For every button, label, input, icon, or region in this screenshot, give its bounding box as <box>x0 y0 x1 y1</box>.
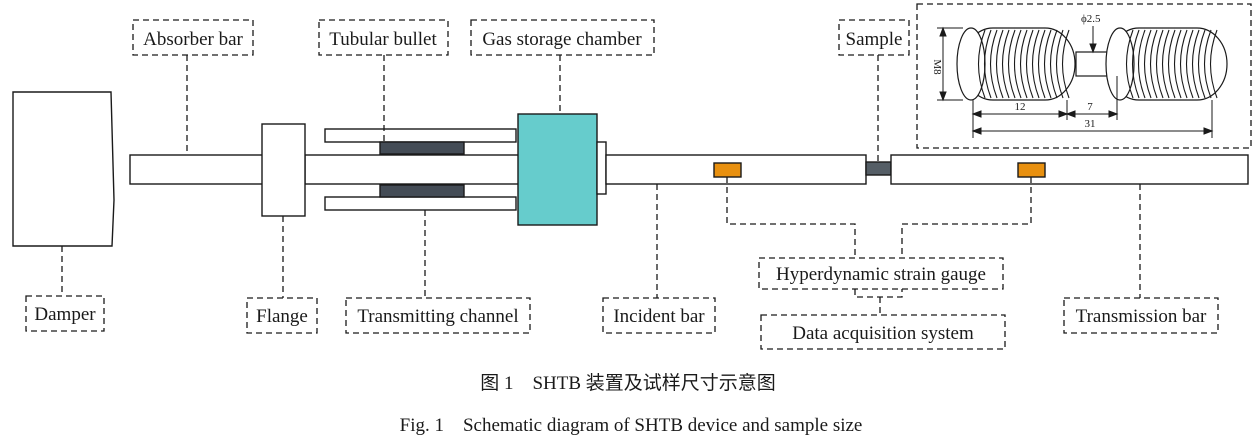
dim-m8-arrow-bottom <box>939 91 947 102</box>
thread-ridge <box>1204 29 1212 99</box>
box-damper <box>25 295 105 332</box>
box-bullet <box>318 19 449 56</box>
sample-threads <box>978 29 1218 99</box>
strain-gauge-incident <box>713 162 742 178</box>
dim-12-arrow-l <box>971 110 982 118</box>
thread-ridge <box>990 29 998 99</box>
dim-m8-arrow-top <box>939 26 947 37</box>
sample-detail-drawing <box>956 27 1228 101</box>
label-incident-bar: Incident bar <box>613 306 705 327</box>
thread-ridge <box>1174 29 1182 99</box>
transmission-bar <box>890 154 1249 185</box>
sample-head-left-face <box>956 27 986 101</box>
tubular-bullet-lower <box>379 184 465 198</box>
transmitting-channel-upper <box>324 128 517 143</box>
label-damper: Damper <box>34 304 96 325</box>
thread-ridge <box>1192 29 1200 99</box>
thread-ridge <box>978 29 986 99</box>
transmitting-channel-lower <box>324 196 517 211</box>
thread-ridge <box>1162 29 1170 99</box>
dim-7-arrow-r <box>1108 110 1119 118</box>
thread-ridge <box>996 29 1004 99</box>
box-daq <box>760 314 1006 350</box>
thread-ridge <box>1032 29 1040 99</box>
thread-ridge <box>1210 29 1218 99</box>
dim-12-arrow-r <box>1058 110 1069 118</box>
caption-cn: 图 1 SHTB 装置及试样尺寸示意图 <box>480 372 776 394</box>
thread-ridge <box>984 29 992 99</box>
thread-ridge <box>1180 29 1188 99</box>
box-transmission <box>1063 297 1219 334</box>
dim-7-arrow-l <box>1065 110 1076 118</box>
flange <box>261 123 306 217</box>
dim-31-text: 31 <box>1085 118 1096 130</box>
dim-31-arrow-l <box>971 127 982 135</box>
thread-ridge <box>1168 29 1176 99</box>
label-sample: Sample <box>846 29 903 50</box>
thread-ridge <box>1002 29 1010 99</box>
box-gauge <box>758 257 1004 290</box>
label-flange: Flange <box>256 306 308 327</box>
dim-diameter-text: ϕ2.5 <box>1081 13 1101 25</box>
box-absorber <box>132 19 254 56</box>
thread-ridge <box>1198 29 1206 99</box>
sample-specimen <box>865 161 892 176</box>
dim-7-text: 7 <box>1087 101 1093 113</box>
leader-gauge-to-daq <box>854 289 903 298</box>
thread-ridge <box>1062 29 1070 99</box>
label-tubular-bullet: Tubular bullet <box>329 29 437 50</box>
absorber-bar <box>129 154 265 185</box>
thread-ridge <box>1026 29 1034 99</box>
inner-bar <box>304 154 520 185</box>
strain-gauge-transmission <box>1017 162 1046 178</box>
label-gas-storage-chamber: Gas storage chamber <box>482 29 642 50</box>
caption-en: Fig. 1 Schematic diagram of SHTB device … <box>400 415 863 436</box>
thread-ridge <box>1014 29 1022 99</box>
thread-ridge <box>1126 29 1134 99</box>
thread-ridge <box>1132 29 1140 99</box>
tubular-bullet-upper <box>379 141 465 155</box>
box-incident <box>602 297 716 334</box>
dim-dia-arrow <box>1089 43 1097 54</box>
label-transmitting-channel: Transmitting channel <box>357 306 518 327</box>
thread-ridge <box>1138 29 1146 99</box>
thread-ridge <box>1144 29 1152 99</box>
thread-ridge <box>1150 29 1158 99</box>
label-absorber-bar: Absorber bar <box>143 29 243 50</box>
box-flange <box>246 297 318 334</box>
label-transmission-bar: Transmission bar <box>1076 306 1207 327</box>
thread-ridge <box>1156 29 1164 99</box>
thread-ridge <box>1186 29 1194 99</box>
thread-ridge <box>1038 29 1046 99</box>
label-strain-gauge: Hyperdynamic strain gauge <box>776 264 986 285</box>
leader-gauge-right <box>901 177 1032 258</box>
thread-ridge <box>1044 29 1052 99</box>
thread-ridge <box>1008 29 1016 99</box>
box-sample <box>838 19 910 56</box>
dim-31-arrow-r <box>1203 127 1214 135</box>
dim-12-text: 12 <box>1015 101 1026 113</box>
dim-thread-text: M8 <box>931 59 943 75</box>
damper-block <box>12 91 115 247</box>
box-chamber <box>470 19 655 56</box>
thread-ridge <box>1056 29 1064 99</box>
leader-gauge-left <box>726 177 856 258</box>
sample-head-right-face <box>1105 27 1135 101</box>
thread-ridge <box>1050 29 1058 99</box>
box-channel <box>345 297 531 334</box>
label-data-acquisition: Data acquisition system <box>792 323 974 344</box>
thread-ridge <box>1020 29 1028 99</box>
gas-storage-chamber <box>517 113 598 226</box>
chamber-connector <box>596 141 607 195</box>
